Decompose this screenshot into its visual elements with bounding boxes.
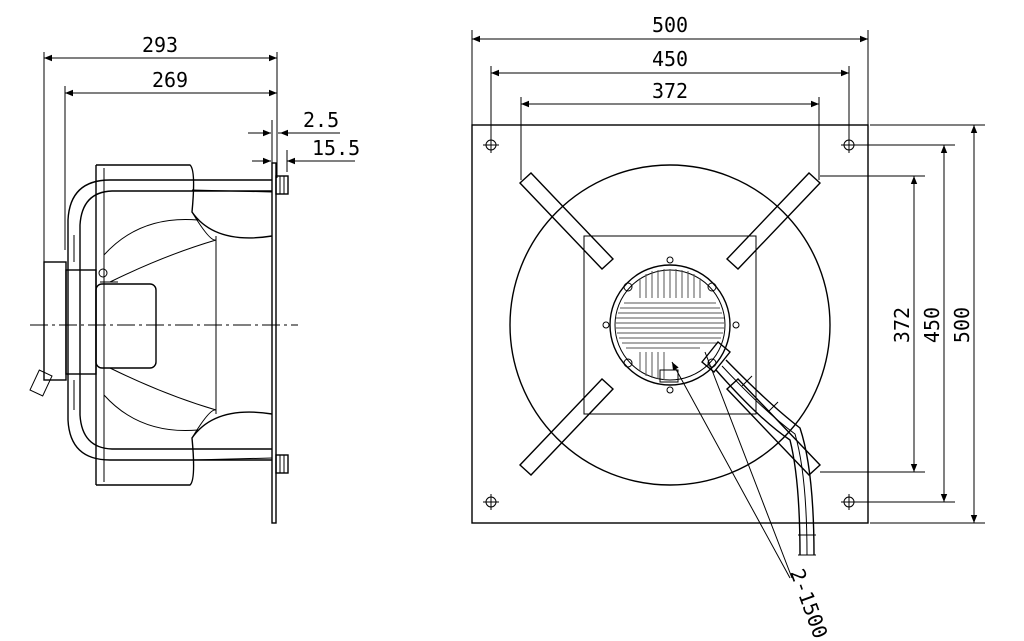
motor-housing <box>43 261 67 381</box>
impeller-shroud <box>96 164 273 239</box>
dim-overall-depth: 293 <box>142 33 178 57</box>
mounting-hole-top-right <box>841 137 857 153</box>
cable-gland <box>701 341 731 373</box>
dim-body-depth: 269 <box>152 68 188 92</box>
dim-bolt-offset: 15.5 <box>312 136 360 160</box>
mounting-plate <box>471 124 869 524</box>
mounting-hole-top-left <box>483 137 499 153</box>
support-struts <box>518 172 822 476</box>
dim-inner-spacing-vertical: 372 <box>890 307 914 343</box>
dim-plate-height: 500 <box>950 307 974 343</box>
dim-inner-spacing: 372 <box>652 79 688 103</box>
motor-rotor <box>602 256 740 394</box>
bolt-nut-bottom <box>275 454 289 474</box>
support-bracket <box>67 179 272 461</box>
inner-frame <box>583 235 757 415</box>
front-view: 500 450 372 372 450 500 <box>471 13 985 641</box>
mounting-hole-bottom-right <box>841 494 857 510</box>
mounting-flange <box>271 162 277 524</box>
bolt-nut-top <box>275 175 289 195</box>
dim-mount-hole-spacing: 450 <box>652 47 688 71</box>
dim-mount-hole-spacing-vertical: 450 <box>920 307 944 343</box>
dim-plate-width: 500 <box>652 13 688 37</box>
dim-flange-thickness: 2.5 <box>303 108 339 132</box>
impeller-ring <box>509 164 831 486</box>
cable-assembly <box>701 341 816 556</box>
mounting-hole-bottom-left <box>483 494 499 510</box>
side-view: 293 269 2.5 15.5 <box>29 33 360 524</box>
dim-cable-spec: 2-1500 <box>785 566 832 641</box>
